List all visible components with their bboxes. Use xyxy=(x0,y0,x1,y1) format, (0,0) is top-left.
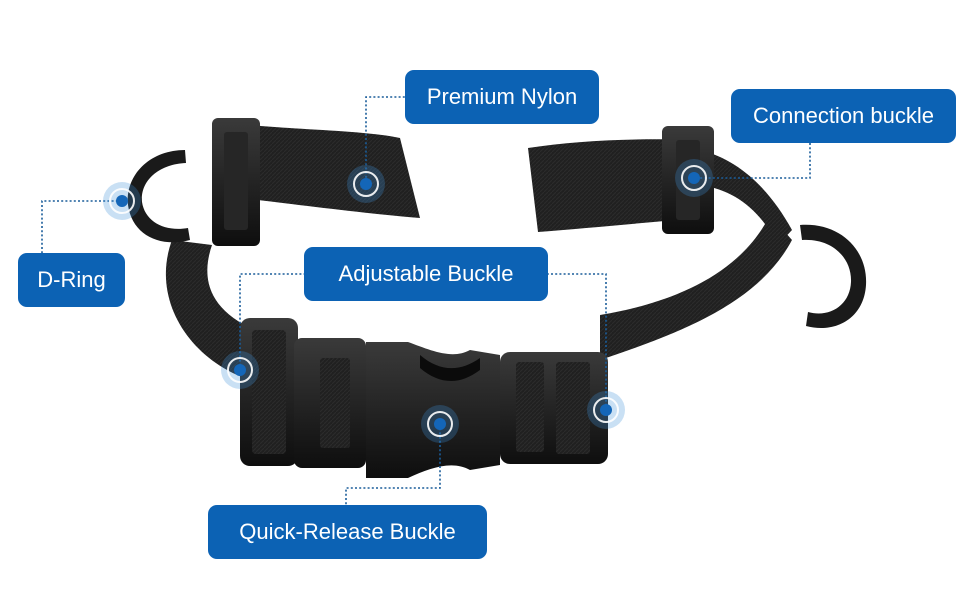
callout-premium-nylon: Premium Nylon xyxy=(405,70,599,124)
hotspot-premium-nylon[interactable] xyxy=(347,165,385,203)
callout-quick-release-buckle: Quick-Release Buckle xyxy=(208,505,487,559)
connection-slide-left xyxy=(212,118,260,246)
callout-adjustable-buckle: Adjustable Buckle xyxy=(304,247,548,301)
hotspot-quick-release-buckle[interactable] xyxy=(421,405,459,443)
callout-d-ring: D-Ring xyxy=(18,253,125,307)
connection-slide-right xyxy=(662,126,714,234)
buckle-assembly xyxy=(240,318,608,478)
hotspot-d-ring[interactable] xyxy=(103,182,141,220)
hotspot-adjustable-buckle-left[interactable] xyxy=(221,351,259,389)
hotspot-adjustable-buckle-right[interactable] xyxy=(587,391,625,429)
d-ring-left xyxy=(127,150,190,243)
callout-connection-buckle: Connection buckle xyxy=(731,89,956,143)
d-ring-right xyxy=(800,224,867,329)
hotspot-connection-buckle[interactable] xyxy=(675,159,713,197)
